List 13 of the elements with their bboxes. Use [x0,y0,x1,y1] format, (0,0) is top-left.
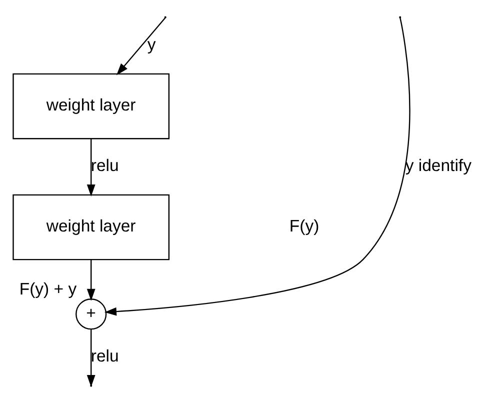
arrow [86,138,96,197]
arrow [116,17,166,76]
edge-label: relu [90,346,119,366]
edge-label: y [147,35,156,54]
arrow [104,18,410,316]
arrow [86,260,96,301]
node-label: F(y) + y [19,280,77,299]
node-circle: + [76,298,107,330]
label: F(y) [289,216,320,236]
node-box: weight layer [12,194,170,260]
edge-label: y identify [405,156,472,176]
node-box: weight layer [12,73,170,140]
edge-label: relu [90,156,119,176]
